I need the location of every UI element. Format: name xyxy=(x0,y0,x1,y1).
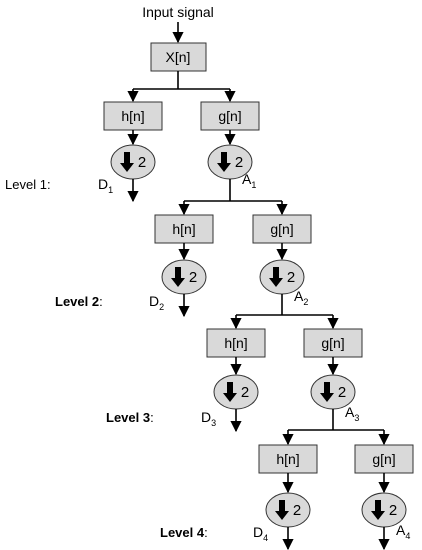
stage-3-approx-label: A3 xyxy=(345,404,359,423)
stage-4-approx-letter: A xyxy=(396,522,406,538)
stage-2-level-label: Level 2: xyxy=(55,294,103,309)
stage-1-detail-letter: D xyxy=(98,176,108,192)
stage-3-detail-letter: D xyxy=(201,409,211,425)
stage-1-level-number: 1 xyxy=(40,177,47,192)
stage-2-approx-index: 2 xyxy=(303,297,308,307)
stage-3-approx-index: 3 xyxy=(354,413,359,423)
stage-3-approx-letter: A xyxy=(345,404,355,420)
stage-1-approx-label: A1 xyxy=(242,171,256,190)
stage-4-detail-label: D4 xyxy=(253,524,268,543)
stage-1-low-factor-label: 2 xyxy=(138,154,146,171)
stage-2-detail-letter: D xyxy=(149,293,159,309)
root-box-label: X[n] xyxy=(166,49,191,65)
stage-1-level-label: Level 1: xyxy=(5,177,51,192)
stage-3-level-word: Level xyxy=(106,410,143,425)
stage-3-low-factor-label: 2 xyxy=(241,384,249,401)
stage-4-low-factor-label: 2 xyxy=(293,502,301,519)
stage-2-high-down-arrow-icon xyxy=(269,267,283,287)
stage-4-detail-index: 4 xyxy=(263,533,268,543)
stage-4-low-filter-box xyxy=(258,444,318,474)
stage-4-high-factor-label: 2 xyxy=(389,502,397,519)
stage-2-level-word: Level xyxy=(55,294,92,309)
stage-1-low-downsample-node xyxy=(110,144,156,180)
stage-3-level-label: Level 3: xyxy=(106,410,154,425)
stage-4-high-down-arrow-icon xyxy=(371,500,385,520)
stage-3-low-filter-label: h[n] xyxy=(224,335,247,351)
stage-4-level-word: Level xyxy=(160,525,197,540)
stage-4-level-label: Level 4: xyxy=(160,525,208,540)
stage-4-level-number: 4 xyxy=(197,525,205,540)
stage-1-low-filter-label: h[n] xyxy=(121,108,144,124)
stage-1-approx-index: 1 xyxy=(251,180,256,190)
stage-3-low-down-arrow-icon xyxy=(223,382,237,402)
stage-4-low-down-arrow-icon xyxy=(275,500,289,520)
stage-3-detail-label: D3 xyxy=(201,409,216,428)
stage-1-high-filter-box xyxy=(200,101,260,131)
stage-3-high-filter-label: g[n] xyxy=(321,335,344,351)
stage-2-level-colon: : xyxy=(99,294,103,309)
stage-2-low-factor-label: 2 xyxy=(189,269,197,286)
stage-2-detail-label: D2 xyxy=(149,293,164,312)
stage-4-high-filter-box xyxy=(354,444,414,474)
stage-2-low-filter-label: h[n] xyxy=(172,221,195,237)
stage-2-detail-index: 2 xyxy=(159,302,164,312)
stage-4-level-colon: : xyxy=(204,525,208,540)
stage-1-detail-label: D1 xyxy=(98,176,113,195)
input-signal-label: Input signal xyxy=(142,4,214,20)
stage-3-detail-index: 3 xyxy=(211,418,216,428)
stage-2-high-factor-label: 2 xyxy=(287,269,295,286)
stage-4-approx-label: A4 xyxy=(396,522,410,541)
stage-1-high-factor-label: 2 xyxy=(235,154,243,171)
stage-3-high-down-arrow-icon xyxy=(320,382,334,402)
stage-3-level-colon: : xyxy=(150,410,154,425)
stage-2-approx-label: A2 xyxy=(294,288,308,307)
stage-3-high-factor-label: 2 xyxy=(338,384,346,401)
stage-2-level-number: 2 xyxy=(92,294,99,309)
stage-1-low-down-arrow-icon xyxy=(120,152,134,172)
stage-1-detail-index: 1 xyxy=(108,185,113,195)
stage-4-approx-index: 4 xyxy=(405,531,410,541)
stage-2-low-filter-box xyxy=(154,214,214,244)
stage-4-detail-letter: D xyxy=(253,524,263,540)
stage-1-level-word: Level xyxy=(5,177,40,192)
stage-4-low-filter-label: h[n] xyxy=(276,451,299,467)
stage-3-low-downsample-node xyxy=(213,374,259,410)
stage-1-high-down-arrow-icon xyxy=(217,152,231,172)
stage-4-low-downsample-node xyxy=(265,492,311,528)
stage-4-high-filter-label: g[n] xyxy=(372,451,395,467)
stage-2-high-filter-label: g[n] xyxy=(270,221,293,237)
stage-3-low-filter-box xyxy=(206,328,266,358)
stage-2-approx-letter: A xyxy=(294,288,304,304)
stage-2-low-down-arrow-icon xyxy=(171,267,185,287)
stage-1-level-colon: : xyxy=(47,177,51,192)
stage-1-high-filter-label: g[n] xyxy=(218,108,241,124)
stage-1-approx-letter: A xyxy=(242,171,252,187)
stage-2-low-downsample-node xyxy=(161,259,207,295)
stage-3-level-number: 3 xyxy=(143,410,150,425)
